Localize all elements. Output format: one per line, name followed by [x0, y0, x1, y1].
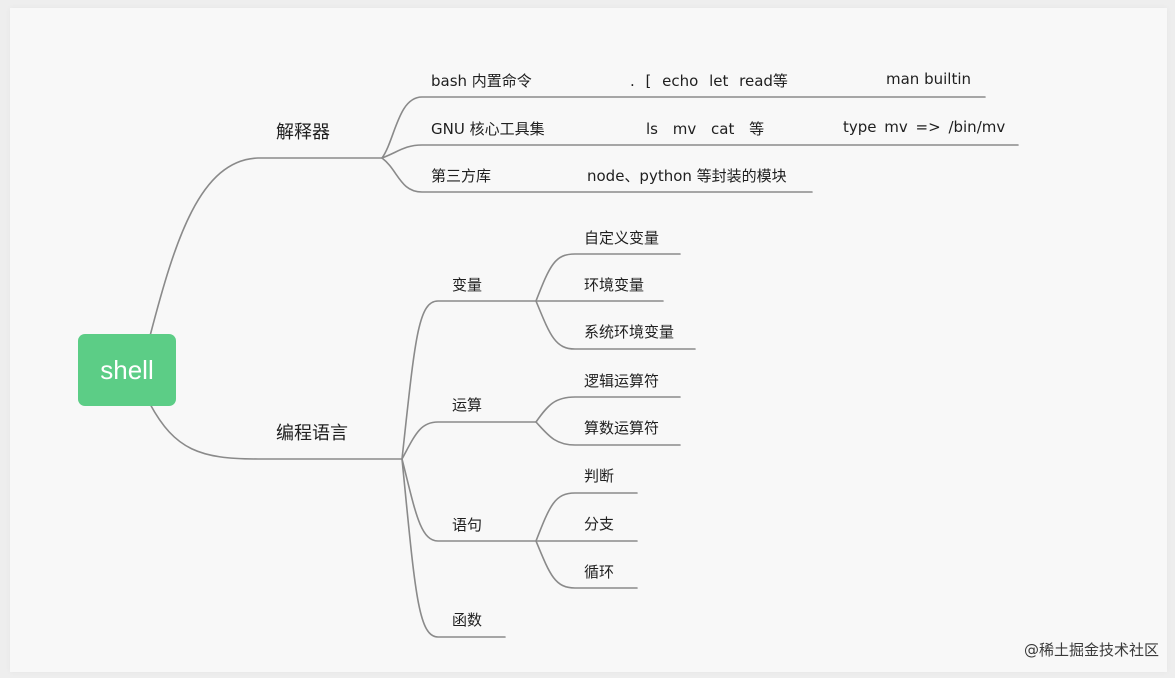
link-variable-custom	[535, 253, 681, 302]
leaf-arithmetic-operator[interactable]: 算数运算符	[584, 419, 660, 437]
node-gnu-coreutils-detail: ls mv cat 等	[646, 120, 765, 138]
node-variable[interactable]: 变量	[452, 276, 483, 294]
node-bash-builtin[interactable]: bash 内置命令	[431, 72, 532, 90]
node-third-party-libs[interactable]: 第三方库	[431, 167, 492, 185]
leaf-system-environment-variable[interactable]: 系统环境变量	[584, 323, 675, 341]
link-interpreter-thirdparty	[381, 157, 813, 193]
link-language-operation	[401, 421, 537, 460]
link-root-interpreter	[149, 157, 383, 337]
branch-programming-language[interactable]: 编程语言	[276, 423, 348, 444]
link-statement-loop	[535, 540, 638, 589]
mindmap-canvas	[10, 8, 1167, 672]
link-operation-logic	[535, 396, 681, 423]
leaf-judgement[interactable]: 判断	[584, 467, 615, 485]
link-language-statement	[401, 458, 537, 542]
node-gnu-coreutils-note: type mv => /bin/mv	[843, 118, 1006, 136]
watermark: @稀土掘金技术社区	[1023, 641, 1159, 659]
node-function[interactable]: 函数	[452, 611, 483, 629]
leaf-logical-operator[interactable]: 逻辑运算符	[584, 372, 660, 390]
leaf-environment-variable[interactable]: 环境变量	[584, 276, 645, 294]
node-operation[interactable]: 运算	[452, 396, 483, 414]
link-interpreter-gnu	[381, 144, 1019, 159]
leaf-loop[interactable]: 循环	[584, 563, 615, 581]
link-interpreter-bash	[381, 96, 986, 159]
node-gnu-coreutils[interactable]: GNU 核心工具集	[431, 120, 545, 138]
link-operation-arith	[535, 421, 681, 446]
branch-interpreter[interactable]: 解释器	[276, 122, 330, 143]
node-bash-builtin-detail: . [ echo let read等	[630, 72, 788, 90]
root-node-shell[interactable]: shell	[78, 334, 176, 406]
root-node-label: shell	[100, 354, 154, 385]
leaf-custom-variable[interactable]: 自定义变量	[584, 229, 660, 247]
link-root-language	[149, 403, 403, 460]
link-variable-sysenv	[535, 300, 696, 350]
node-third-party-libs-detail: node、python 等封装的模块	[587, 167, 787, 185]
node-bash-builtin-note: man builtin	[886, 70, 971, 88]
link-language-function	[401, 458, 506, 638]
link-language-variable	[401, 300, 537, 460]
node-statement[interactable]: 语句	[452, 516, 483, 534]
leaf-branch[interactable]: 分支	[584, 515, 615, 533]
link-statement-judge	[535, 492, 638, 542]
